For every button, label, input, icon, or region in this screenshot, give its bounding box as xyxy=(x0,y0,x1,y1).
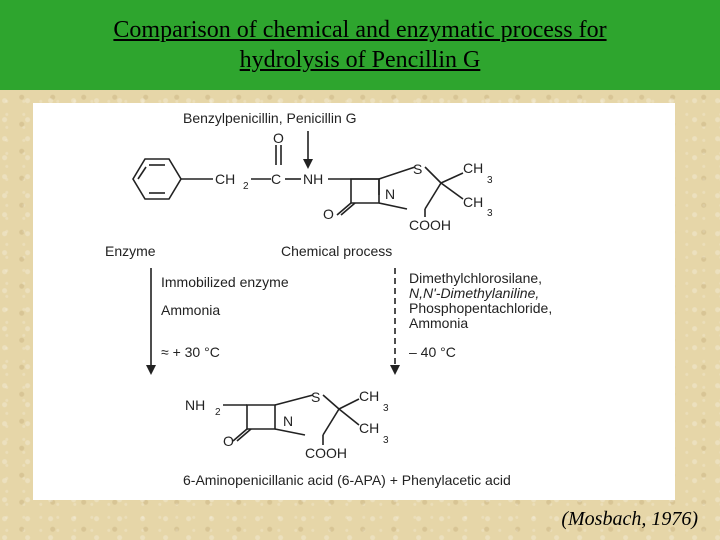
product-label: 6-Aminopenicillanic acid (6-APA) + Pheny… xyxy=(183,472,511,488)
sulfur-atom-top: S xyxy=(413,161,422,177)
lactam-o-atom-top: O xyxy=(323,206,334,222)
sulfur-atom-bottom: S xyxy=(311,389,320,405)
methyl-1-top-sub: 3 xyxy=(487,175,493,186)
chem-reagent-3: Phosphopentachloride, xyxy=(409,300,552,316)
chem-reagent-4: Ammonia xyxy=(409,315,468,331)
methyl-1-bottom-sub: 3 xyxy=(383,403,389,414)
carbonyl-c-atom: C xyxy=(271,171,281,187)
title-line-2: hydrolysis of Pencillin G xyxy=(239,47,481,73)
amine-nh2-sub: 2 xyxy=(215,407,221,418)
carboxyl-top: COOH xyxy=(409,217,451,233)
reaction-figure: Benzylpenicillin, Penicillin G CH 2 C O … xyxy=(33,103,675,500)
enzyme-header: Enzyme xyxy=(105,243,156,259)
title-banner: Comparison of chemical and enzymatic pro… xyxy=(0,0,720,90)
methyl-2-top-sub: 3 xyxy=(487,208,493,219)
enzyme-temperature: ≈ + 30 °C xyxy=(161,344,220,360)
carboxyl-bottom: COOH xyxy=(305,445,347,461)
chemical-process-header: Chemical process xyxy=(281,243,392,259)
chem-reagent-1: Dimethylchlorosilane, xyxy=(409,270,542,286)
chem-reagent-2: N,N'-Dimethylaniline, xyxy=(409,285,539,301)
methyl-2-bottom-sub: 3 xyxy=(383,435,389,446)
ring-n-atom-bottom: N xyxy=(283,413,293,429)
cleavage-arrow xyxy=(303,131,313,169)
amine-nh2-atom: NH xyxy=(185,397,205,413)
benzene-ring xyxy=(132,158,213,200)
methyl-1-top: CH xyxy=(463,160,483,176)
methyl-1-bottom: CH xyxy=(359,388,379,404)
enzyme-step-2: Ammonia xyxy=(161,302,220,318)
lactam-o-atom-bottom: O xyxy=(223,433,234,449)
citation: (Mosbach, 1976) xyxy=(561,508,698,530)
methyl-2-bottom: CH xyxy=(359,420,379,436)
ch2-subscript: 2 xyxy=(243,181,249,192)
chem-temperature: – 40 °C xyxy=(409,344,456,360)
penicillin-g-label: Benzylpenicillin, Penicillin G xyxy=(183,110,357,126)
ring-n-atom-top: N xyxy=(385,186,395,202)
chemical-arrow xyxy=(390,268,400,375)
methyl-2-top: CH xyxy=(463,194,483,210)
title-line-1: Comparison of chemical and enzymatic pro… xyxy=(113,17,607,43)
reaction-scheme: Benzylpenicillin, Penicillin G CH 2 C O … xyxy=(105,110,552,488)
enzyme-step-1: Immobilized enzyme xyxy=(161,274,289,290)
penam-core-top xyxy=(336,166,464,217)
amide-nh-atom: NH xyxy=(303,171,323,187)
penam-core-bottom xyxy=(223,394,360,445)
enzyme-arrow xyxy=(146,268,156,375)
carbonyl-o-atom: O xyxy=(273,130,284,146)
ch2-atom: CH xyxy=(215,171,235,187)
